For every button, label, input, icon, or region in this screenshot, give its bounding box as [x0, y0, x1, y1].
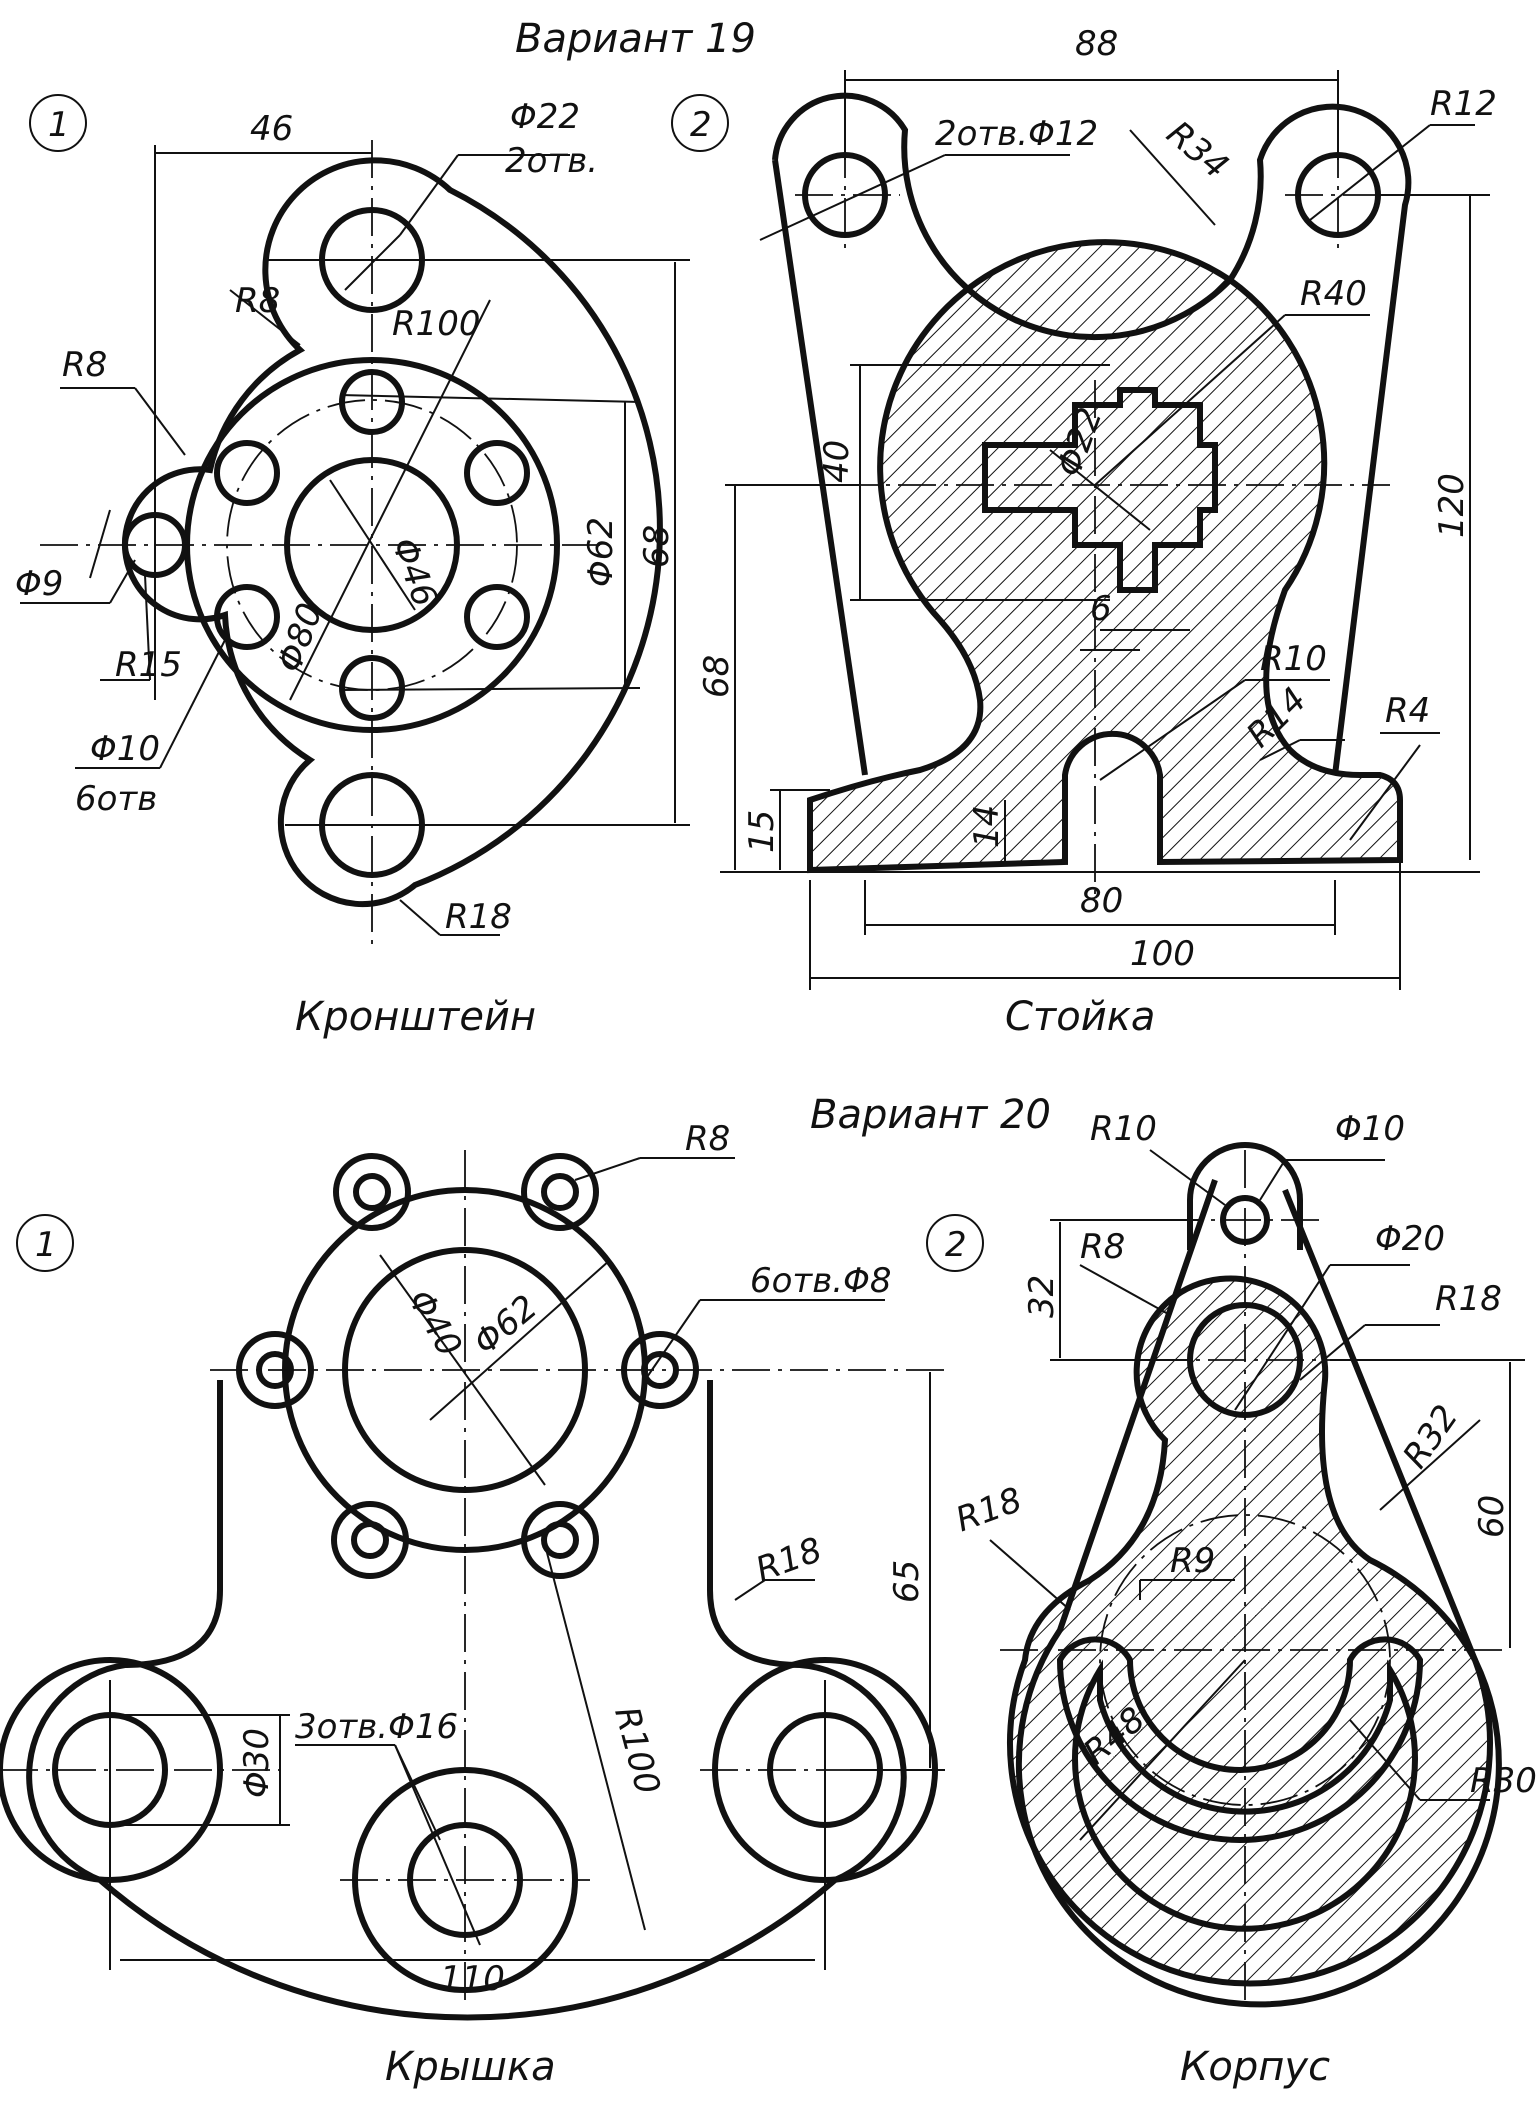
cover-name: Крышка — [385, 2044, 556, 2090]
svg-text:32: 32 — [1022, 1275, 1062, 1318]
svg-text:R8: R8 — [62, 345, 107, 385]
stand-left-arm — [772, 92, 1233, 341]
svg-text:Φ9: Φ9 — [15, 564, 63, 604]
svg-text:R18: R18 — [751, 1530, 828, 1590]
svg-text:R8: R8 — [685, 1119, 730, 1159]
housing-cavity — [1056, 1636, 1424, 1843]
svg-text:120: 120 — [1432, 473, 1472, 538]
svg-text:2: 2 — [945, 1225, 967, 1265]
part-number-circle — [29, 94, 87, 152]
bracket-outline — [121, 157, 663, 908]
svg-text:88: 88 — [1075, 24, 1118, 64]
cover-part: 1 — [0, 1119, 945, 2090]
svg-text:R18: R18 — [951, 1480, 1028, 1540]
svg-text:Φ20: Φ20 — [1375, 1219, 1445, 1259]
svg-text:46: 46 — [250, 109, 293, 149]
stand-section — [807, 239, 1403, 874]
svg-text:6отв: 6отв — [75, 779, 157, 819]
svg-text:R12: R12 — [1430, 84, 1497, 124]
svg-text:2: 2 — [690, 105, 712, 145]
cross-slot — [982, 387, 1218, 593]
svg-text:15: 15 — [742, 810, 782, 853]
svg-text:R10: R10 — [1260, 639, 1327, 679]
svg-text:R10: R10 — [1090, 1109, 1157, 1149]
svg-text:3отв.Φ16: 3отв.Φ16 — [295, 1707, 458, 1747]
svg-text:6отв.Φ8: 6отв.Φ8 — [750, 1261, 891, 1301]
svg-text:R15: R15 — [115, 645, 182, 685]
svg-text:1: 1 — [35, 1225, 57, 1265]
svg-text:R30: R30 — [1470, 1761, 1537, 1801]
svg-text:R8: R8 — [1080, 1227, 1125, 1267]
svg-text:R18: R18 — [1435, 1279, 1502, 1319]
svg-text:60: 60 — [1472, 1495, 1512, 1538]
svg-text:Φ22: Φ22 — [510, 97, 580, 137]
stand-right-arm — [1227, 103, 1412, 776]
svg-text:80: 80 — [1080, 881, 1123, 921]
svg-text:110: 110 — [440, 1959, 505, 1999]
svg-text:40: 40 — [817, 440, 857, 483]
svg-text:R40: R40 — [1300, 274, 1367, 314]
housing-part: 2 — [926, 1109, 1537, 2090]
svg-text:R18: R18 — [445, 897, 512, 937]
part-number: 1 — [48, 105, 70, 145]
svg-text:68: 68 — [697, 655, 737, 698]
housing-name: Корпус — [1180, 2044, 1330, 2090]
svg-text:R100: R100 — [392, 304, 481, 344]
svg-text:2отв.Φ12: 2отв.Φ12 — [935, 114, 1098, 154]
svg-text:R9: R9 — [1170, 1541, 1215, 1581]
bracket-part: 1 — [15, 94, 690, 1040]
svg-text:Φ62: Φ62 — [581, 517, 621, 587]
svg-text:R100: R100 — [606, 1703, 668, 1799]
svg-text:R4: R4 — [1385, 691, 1430, 731]
svg-text:R8: R8 — [235, 281, 280, 321]
svg-text:Φ10: Φ10 — [90, 729, 160, 769]
svg-text:100: 100 — [1130, 934, 1195, 974]
svg-text:2отв.: 2отв. — [505, 141, 598, 181]
cover-outline — [26, 1380, 907, 2021]
housing-section — [1007, 1275, 1493, 1987]
part-number-circle — [671, 94, 729, 152]
stand-name: Стойка — [1005, 994, 1155, 1040]
svg-text:R32: R32 — [1395, 1398, 1466, 1476]
svg-text:Φ10: Φ10 — [1335, 1109, 1405, 1149]
variant19-title: Вариант 19 — [515, 16, 756, 62]
variant20-title: Вариант 20 — [810, 1092, 1051, 1138]
bracket-name: Кронштейн — [295, 994, 536, 1040]
svg-text:6: 6 — [1090, 589, 1112, 629]
stand-part: 2 — [671, 24, 1497, 1040]
svg-text:Φ30: Φ30 — [237, 1728, 277, 1798]
svg-text:65: 65 — [887, 1560, 927, 1603]
svg-text:14: 14 — [967, 805, 1007, 848]
svg-text:68: 68 — [637, 525, 677, 568]
svg-text:Φ40: Φ40 — [400, 1283, 470, 1364]
